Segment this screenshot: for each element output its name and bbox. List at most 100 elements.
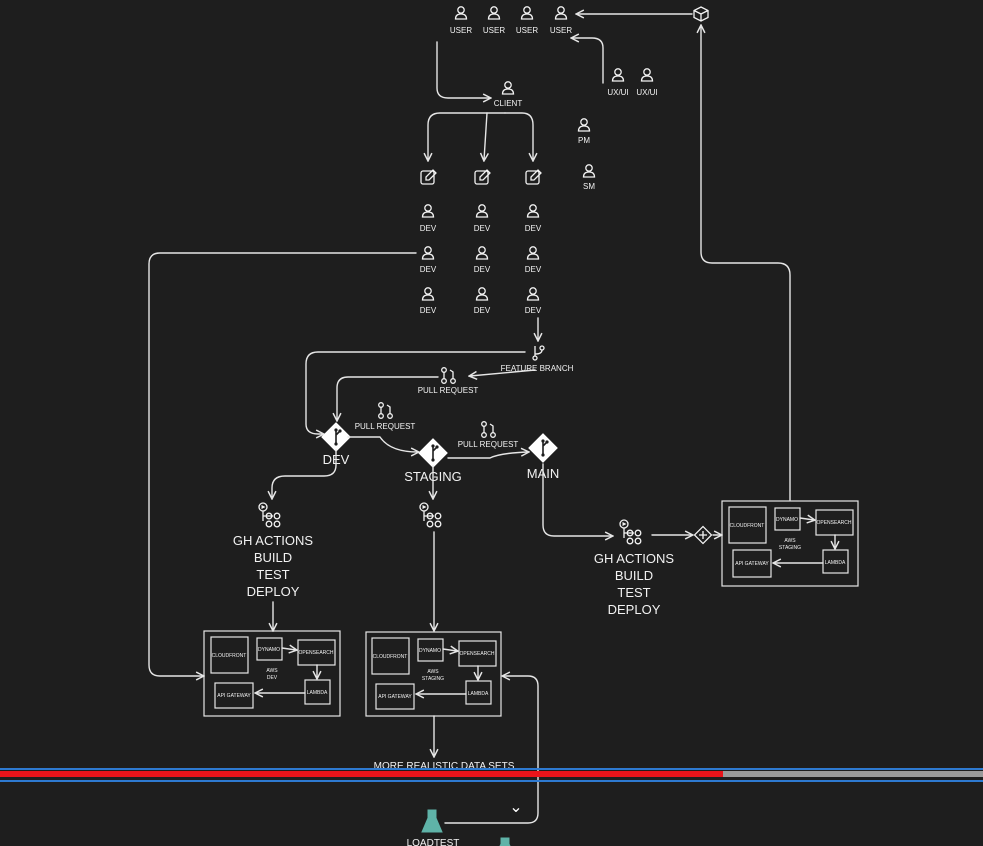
feature-branch-label: FEATURE BRANCH [501, 364, 574, 373]
git-branch-dev-icon [321, 422, 351, 452]
client-icon: CLIENT [494, 81, 523, 108]
arrow-devbranch-to-feature [305, 351, 526, 434]
gh-deploy-label: DEPLOY [608, 602, 661, 617]
arrow-dev-to-staging [347, 436, 418, 452]
edit-icon [420, 169, 437, 185]
gh-actions-label: GH ACTIONS [594, 551, 675, 566]
user-icon: USER [516, 6, 538, 35]
flask-icon [421, 809, 443, 833]
sm-icon: SM [582, 164, 595, 191]
user-label: USER [550, 26, 572, 35]
dev-icon: DEV [420, 287, 437, 315]
aws-dev-box: CLOUDFRONT DYNAMO OPENSEARCH AWS DEV LAM… [203, 630, 341, 717]
pull-request-label: PULL REQUEST [418, 386, 479, 395]
pull-request-icon [441, 367, 456, 384]
uxui-label: UX/UI [636, 88, 657, 97]
sm-label: SM [583, 182, 595, 191]
git-branch-staging-icon [418, 438, 448, 468]
video-progress-bar[interactable] [0, 768, 983, 782]
gh-deploy-label: DEPLOY [247, 584, 300, 599]
dev-icon: DEV [525, 246, 542, 274]
arrow-staging-to-main [447, 452, 528, 459]
package-icon [693, 6, 709, 22]
user-icon: USER [450, 6, 472, 35]
arrow-loadtest-to-staging [444, 676, 539, 824]
dev-icon: DEV [525, 287, 542, 315]
uxui-icon: UX/UI [607, 68, 629, 97]
pull-request-label: PULL REQUEST [458, 440, 519, 449]
arrow-client-to-task1 [428, 112, 506, 160]
aws-env-label: AWS [427, 669, 439, 675]
user-icon: USER [483, 6, 505, 35]
dev-label: DEV [474, 306, 491, 315]
arrow-feature-to-pr [470, 369, 536, 376]
gh-test-label: TEST [617, 585, 650, 600]
github-actions-icon [619, 519, 642, 545]
cloudfront-label: CLOUDFRONT [373, 654, 408, 660]
dev-icon: DEV [474, 287, 491, 315]
pull-request-label: PULL REQUEST [355, 422, 416, 431]
github-actions-icon [258, 502, 281, 528]
arrow-main-to-gh [542, 463, 612, 536]
flask-icon [499, 837, 511, 846]
api-gateway-label: API GATEWAY [217, 693, 251, 699]
pm-label: PM [578, 136, 590, 145]
dev-label: DEV [525, 224, 542, 233]
aws-staging-box: CLOUDFRONT DYNAMO OPENSEARCH AWS STAGING… [365, 631, 502, 717]
dynamo-label: DYNAMO [776, 517, 798, 523]
opensearch-label: OPENSEARCH [459, 651, 494, 657]
arrow-uxui-to-users [572, 38, 604, 84]
arrow-client-to-task3 [504, 112, 533, 160]
edit-icon [525, 169, 542, 185]
dev-icon: DEV [525, 204, 542, 233]
lambda-label: LAMBDA [468, 691, 489, 697]
arrow-client-to-task2 [484, 112, 487, 160]
github-actions-icon [419, 502, 442, 528]
aws-env-label: AWS [266, 668, 278, 674]
opensearch-label: OPENSEARCH [298, 650, 333, 656]
pull-request-icon [378, 402, 393, 419]
video-progress-remaining [723, 771, 983, 777]
git-branch-main-icon [528, 433, 558, 463]
dev-icon: DEV [474, 204, 491, 233]
gh-build-label: BUILD [254, 550, 292, 565]
dev-icon: DEV [474, 246, 491, 274]
arrow-aws-to-package [701, 26, 791, 501]
dev-label: DEV [420, 306, 437, 315]
arrow-users-to-client [436, 41, 490, 98]
aws-env-label: STAGING [422, 676, 444, 682]
dev-label: DEV [420, 265, 437, 274]
overlay-line-bottom [0, 780, 983, 782]
cloudfront-label: CLOUDFRONT [730, 523, 765, 529]
gh-actions-label: GH ACTIONS [233, 533, 314, 548]
dev-label: DEV [525, 306, 542, 315]
user-icon: USER [550, 6, 572, 35]
more-data-label: MORE REALISTIC DATA SETS [374, 761, 515, 772]
arrow-dev-to-gh [272, 449, 337, 498]
chevron-down-icon[interactable]: ⌄ [509, 797, 523, 816]
client-label: CLIENT [494, 99, 523, 108]
video-progress-played [0, 771, 723, 777]
pull-request-icon [481, 421, 496, 438]
dev-label: DEV [474, 265, 491, 274]
gh-build-label: BUILD [615, 568, 653, 583]
api-gateway-label: API GATEWAY [735, 561, 769, 567]
cloudfront-label: CLOUDFRONT [212, 653, 247, 659]
gh-test-label: TEST [256, 567, 289, 582]
dev-icon: DEV [420, 204, 437, 233]
dynamo-label: DYNAMO [419, 648, 441, 654]
user-label: USER [483, 26, 505, 35]
dev-label: DEV [474, 224, 491, 233]
uxui-label: UX/UI [607, 88, 628, 97]
aws-env-label: AWS [784, 538, 796, 544]
arrow-pr-to-dev [337, 376, 439, 420]
api-gateway-label: API GATEWAY [378, 694, 412, 700]
dev-label: DEV [420, 224, 437, 233]
aws-env-label: STAGING [779, 545, 801, 551]
arrow-dev-to-aws-dev [148, 252, 417, 676]
git-branch-icon [532, 345, 545, 361]
uxui-icon: UX/UI [636, 68, 658, 97]
edit-icon [474, 169, 491, 185]
